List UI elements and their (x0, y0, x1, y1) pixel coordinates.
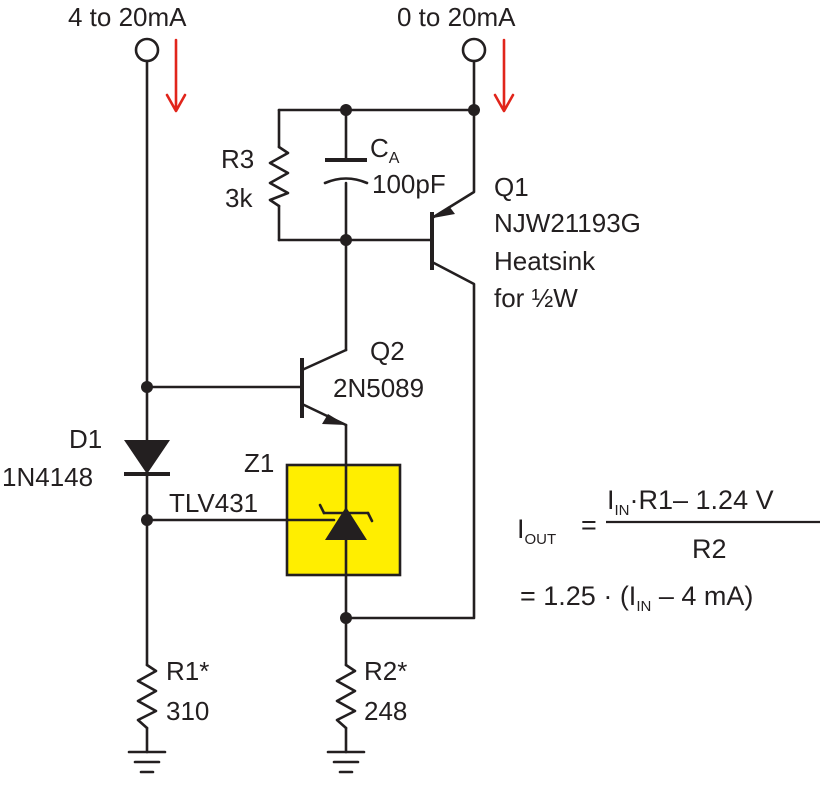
q2-part-label: 2N5089 (333, 373, 424, 403)
q1-ref-label: Q1 (494, 172, 529, 202)
z1-part-label: TLV431 (169, 488, 258, 518)
equation-equals: = (581, 510, 597, 540)
q1-note-heatsink: Heatsink (494, 246, 596, 276)
ca-capacitor[interactable] (323, 158, 369, 185)
r1-resistor[interactable] (136, 663, 158, 730)
d1-ref-label: D1 (69, 424, 102, 454)
ca-value-label: 100pF (372, 169, 446, 199)
z1-tlv431[interactable] (285, 463, 402, 577)
r3-ref-label: R3 (221, 144, 254, 174)
r2-resistor[interactable] (335, 663, 357, 730)
output-terminal-label: 0 to 20mA (397, 2, 516, 32)
q1-transistor[interactable] (430, 206, 455, 270)
equation-denominator: R2 (692, 534, 727, 564)
z1-ref-label: Z1 (244, 448, 274, 478)
equation-numerator: IIN·R1– 1.24 V (607, 485, 774, 519)
junction-dots (141, 104, 480, 624)
q2-transistor[interactable] (300, 348, 348, 427)
equation-lhs: IOUT (517, 514, 556, 548)
output-terminal[interactable] (461, 37, 487, 63)
output-current-arrow (493, 38, 515, 113)
r3-value-label: 3k (225, 183, 253, 213)
q1-note-power: for ½W (494, 283, 578, 313)
equation-line2: = 1.25 · (IIN – 4 mA) (520, 581, 753, 615)
transfer-equation: IOUT = IIN·R1– 1.24 V R2 = 1.25 · (IIN –… (517, 485, 820, 615)
wires (145, 59, 476, 754)
r1-ref-label: R1* (166, 656, 209, 686)
q2-ref-label: Q2 (370, 336, 405, 366)
input-terminal-label: 4 to 20mA (68, 2, 187, 32)
ground-symbol-right (326, 750, 366, 774)
input-current-arrow (165, 38, 187, 113)
q1-part-label: NJW21193G (494, 208, 641, 238)
d1-diode[interactable] (124, 440, 170, 476)
r2-ref-label: R2* (364, 656, 407, 686)
d1-part-label: 1N4148 (2, 462, 93, 492)
r1-value-label: 310 (166, 696, 209, 726)
r2-value-label: 248 (364, 696, 407, 726)
r3-resistor[interactable] (268, 145, 290, 208)
ca-ref-label: CA (370, 133, 400, 167)
input-terminal[interactable] (134, 37, 160, 63)
ground-symbol-left (127, 750, 167, 774)
